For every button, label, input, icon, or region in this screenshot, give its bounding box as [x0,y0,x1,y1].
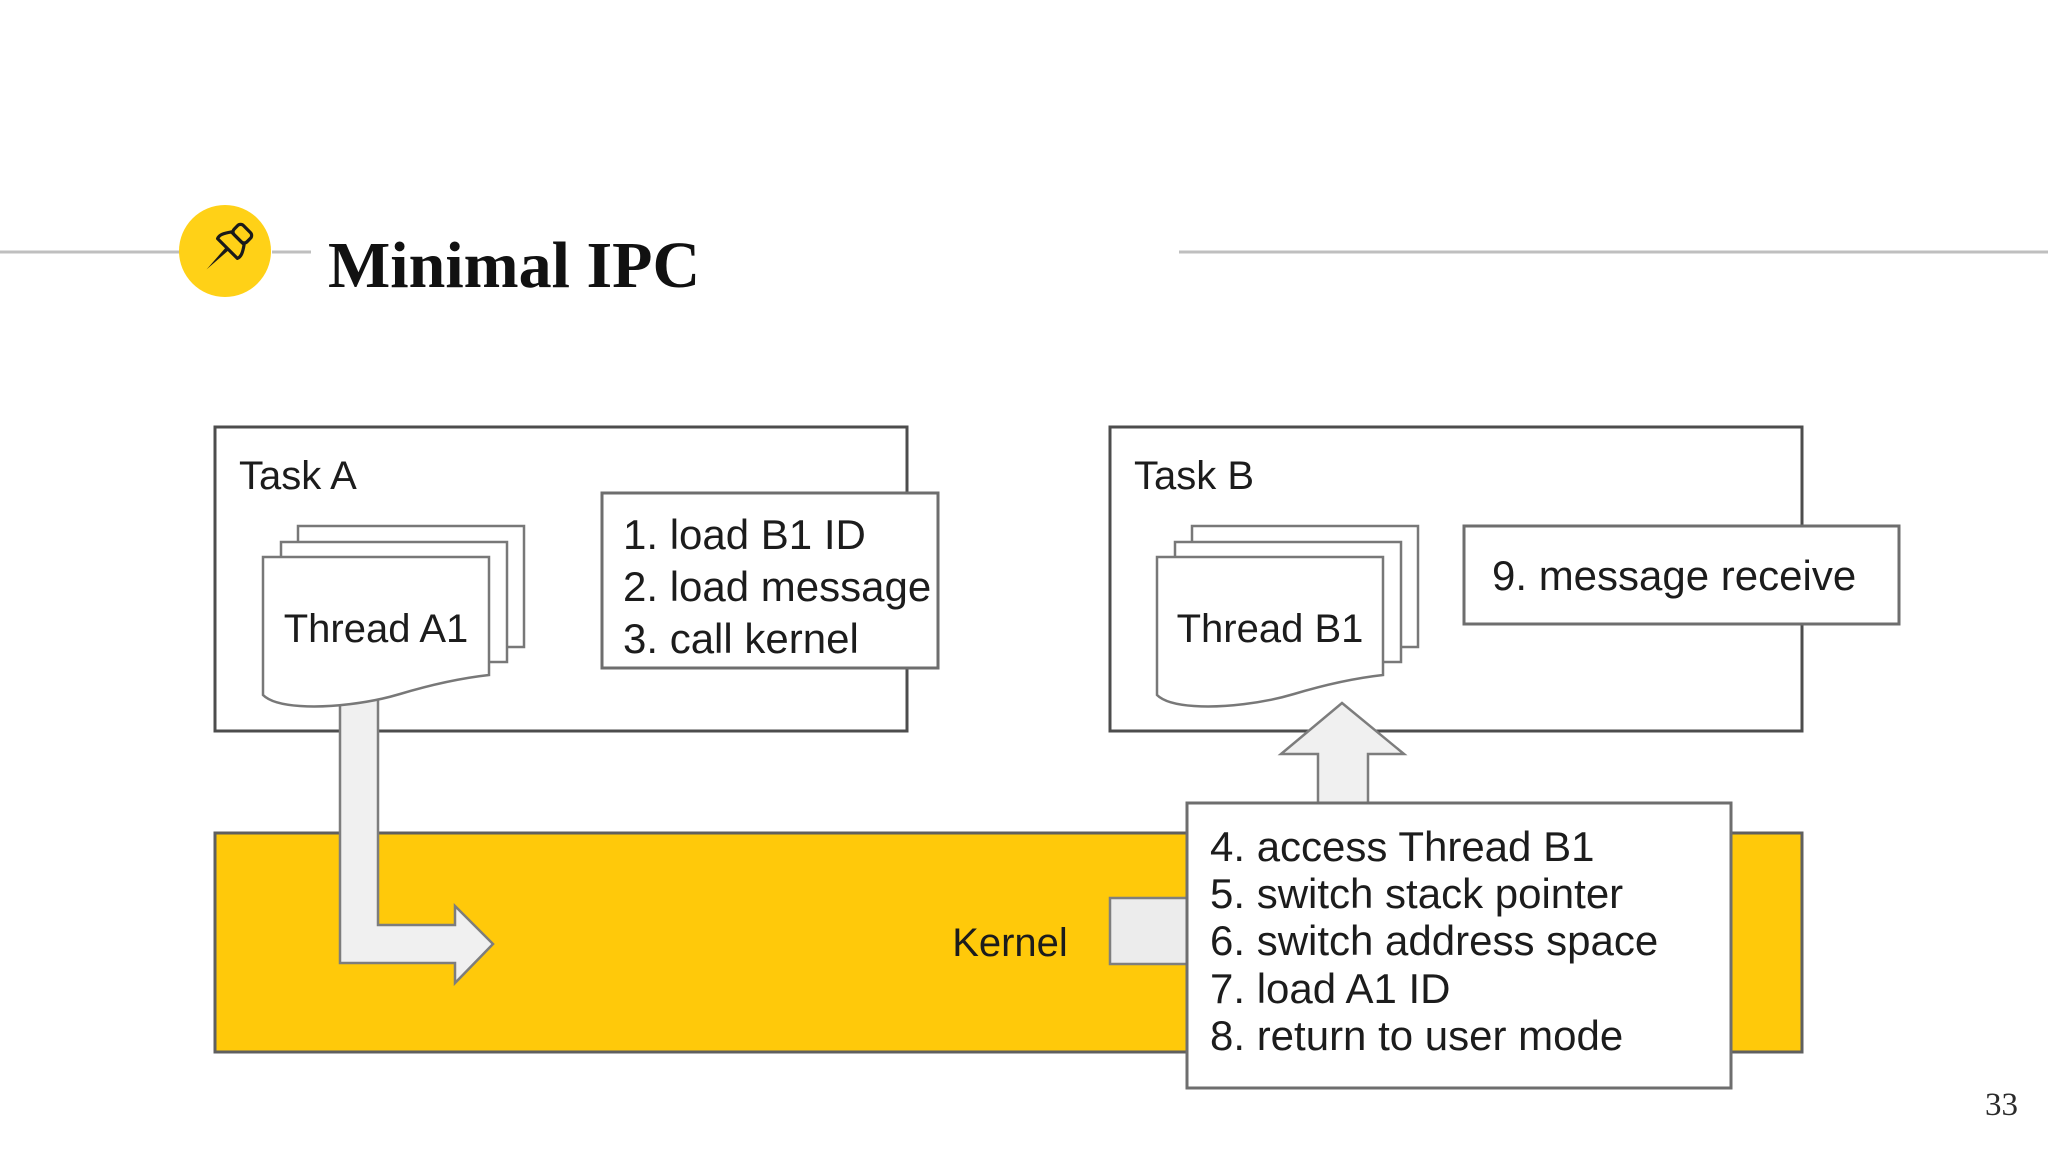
kernel-label: Kernel [952,921,1068,965]
kernel-step-4: 4. access Thread B1 [1210,823,1594,870]
task-b-label: Task B [1134,454,1254,498]
thread-b1-label: Thread B1 [1177,607,1364,651]
thread-b1-doc-stack: Thread B1 [1155,524,1420,708]
kernel-step-6: 6. switch address space [1210,917,1658,964]
kernel-connector-rect [1108,896,1190,966]
thread-a1-label: Thread A1 [284,607,469,651]
syscall-bent-arrow [338,693,495,987]
send-steps-box [600,491,940,670]
thread-a1-doc-stack: Thread A1 [261,524,526,708]
send-step-1: 1. load B1 ID [623,511,866,558]
receive-step-box [1462,524,1901,626]
kernel-steps-box [1185,801,1733,1090]
kernel-step-8: 8. return to user mode [1210,1012,1623,1059]
kernel-step-5: 5. switch stack pointer [1210,870,1623,917]
send-step-2: 2. load message [623,563,931,610]
task-a-label: Task A [239,454,357,498]
slide-title: Minimal IPC [328,229,700,302]
kernel-step-7: 7. load A1 ID [1210,965,1451,1012]
page-number: 33 [1985,1087,2018,1123]
receive-step-9: 9. message receive [1492,552,1856,599]
send-step-3: 3. call kernel [623,615,859,662]
pushpin-icon [206,222,254,270]
